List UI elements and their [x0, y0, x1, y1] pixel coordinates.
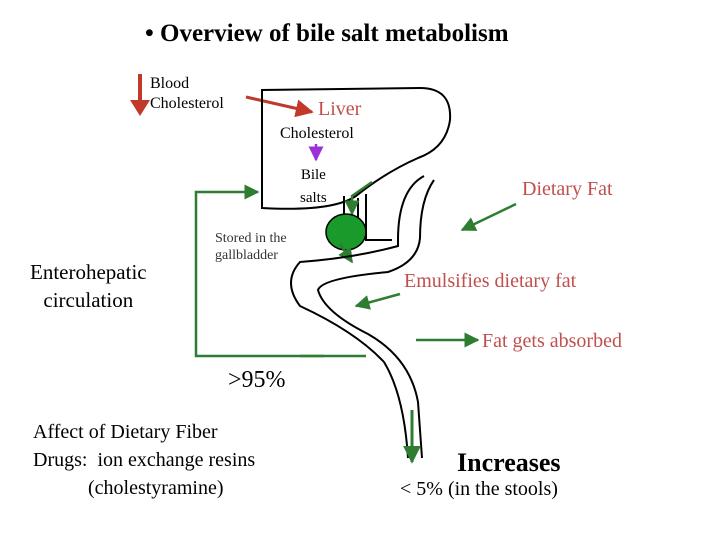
dietary-fat-label: Dietary Fat: [522, 178, 613, 200]
liver-outline: [261, 86, 452, 210]
dietary-fat-arrow: [460, 202, 517, 232]
bile-salt-green-arrow: [344, 180, 373, 216]
blood-to-liver-arrow: [245, 95, 314, 118]
intestine-inner: [316, 179, 435, 459]
intestine-outer: [290, 175, 425, 459]
gallbladder-storage-label: Stored in the gallbladder: [215, 231, 287, 263]
fat-absorbed-label: Fat gets absorbed: [482, 330, 622, 352]
increases-label: Increases: [457, 448, 561, 477]
blood-cholesterol-label: Blood Cholesterol: [150, 75, 224, 112]
emulsifies-arrow: [354, 292, 401, 310]
enterohepatic-loop: [194, 184, 366, 358]
stool-percentage-label: < 5% (in the stools): [400, 478, 558, 500]
reabsorbed-percentage: >95%: [228, 367, 286, 393]
blood-down-arrow: [130, 74, 150, 116]
page-title: • Overview of bile salt metabolism: [145, 20, 509, 47]
bile-salts-label: Bile salts: [300, 167, 327, 206]
enterohepatic-label: Enterohepatic circulation: [30, 260, 147, 312]
fiber-drugs-note: Affect of Dietary Fiber Drugs: ion excha…: [33, 421, 256, 499]
liver-label: Liver: [318, 98, 362, 120]
emulsifies-label: Emulsifies dietary fat: [404, 270, 577, 292]
gallbladder: [325, 213, 367, 251]
cholesterol-label: Cholesterol: [280, 125, 354, 142]
gallbladder-to-intestine-arrow: [338, 243, 354, 264]
